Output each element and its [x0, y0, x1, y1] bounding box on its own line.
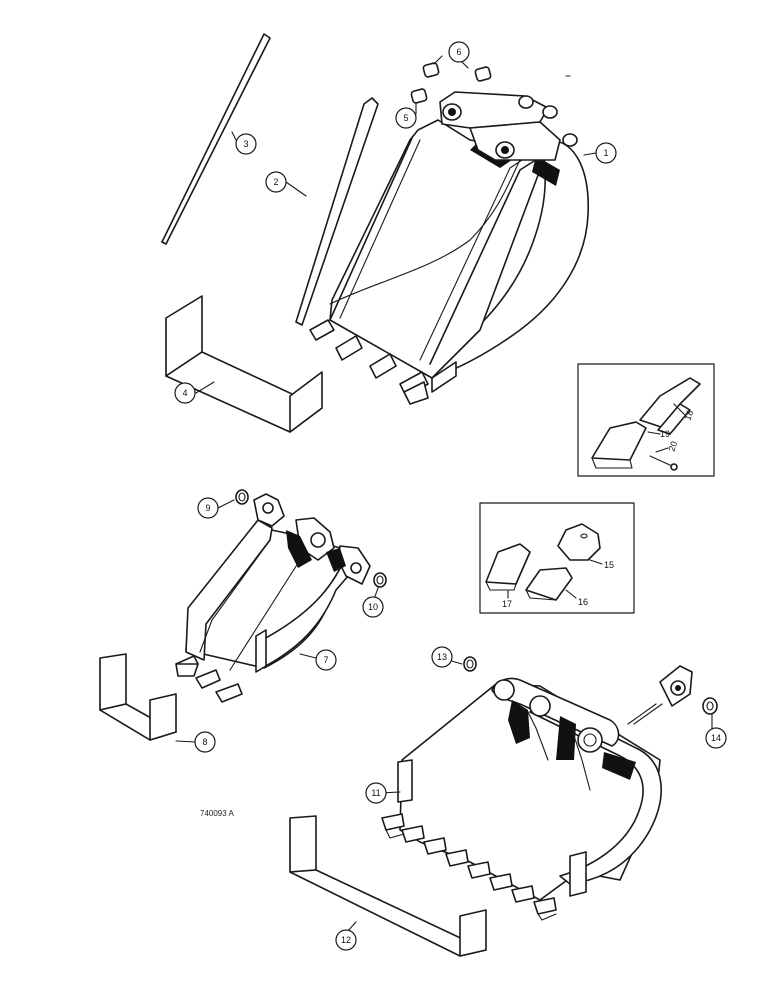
callout-8: 8 [194, 731, 216, 753]
callout-6: 6 [448, 41, 470, 63]
inset-tooth-assembly-small: 15 16 17 [479, 502, 635, 614]
callout-5: 5 [395, 107, 417, 129]
part-2-side-cutter [295, 97, 379, 326]
callout-7: 7 [315, 649, 337, 671]
callout-14: 14 [705, 727, 727, 749]
svg-text:7: 7 [323, 655, 328, 665]
svg-text:5: 5 [403, 113, 408, 123]
part-5-bushing [410, 88, 428, 104]
part-11-wide-bucket [381, 677, 662, 921]
callout-2: 2 [265, 171, 287, 193]
inset-label-17: 17 [502, 599, 512, 609]
callout-4: 4 [174, 382, 196, 404]
part-10-bushing [373, 572, 387, 588]
callout-13: 13 [431, 646, 453, 668]
callout-1: 1 [595, 142, 617, 164]
part-4-bucket-protector [165, 295, 323, 433]
callout-9: 9 [197, 497, 219, 519]
svg-text:12: 12 [341, 935, 351, 945]
callout-10: 10 [362, 596, 384, 618]
inset-label-19: 19 [660, 429, 670, 439]
callout-12: 12 [335, 929, 357, 951]
svg-text:6: 6 [456, 47, 461, 57]
svg-text:9: 9 [205, 503, 210, 513]
inset-label-20: 20 [666, 440, 679, 453]
svg-text:1: 1 [603, 148, 608, 158]
svg-text:14: 14 [711, 733, 721, 743]
svg-text:4: 4 [182, 388, 187, 398]
svg-text:2: 2 [273, 177, 278, 187]
inset-tooth-assembly-large: 18 19 20 [577, 363, 715, 477]
part-12-bucket-protector [289, 815, 487, 957]
part-14-lug-and-bushing [627, 665, 718, 725]
svg-text:13: 13 [437, 652, 447, 662]
callout-11: 11 [365, 782, 387, 804]
part-3-side-cutter [161, 33, 271, 245]
inset-label-18: 18 [682, 409, 695, 422]
inset-label-15: 15 [604, 560, 614, 570]
svg-text:3: 3 [243, 139, 248, 149]
drawing-id: 740093 A [200, 809, 234, 818]
svg-text:10: 10 [368, 602, 378, 612]
part-6-bushings [422, 62, 492, 82]
part-7-narrow-bucket [175, 493, 371, 703]
svg-text:8: 8 [202, 737, 207, 747]
part-8-bucket-protector [99, 653, 177, 741]
part-1-large-bucket [309, 91, 589, 405]
part-9-bushing [235, 489, 249, 505]
inset-label-16: 16 [578, 597, 588, 607]
callout-3: 3 [235, 133, 257, 155]
svg-text:11: 11 [371, 788, 380, 798]
part-13-bushing [463, 656, 477, 672]
